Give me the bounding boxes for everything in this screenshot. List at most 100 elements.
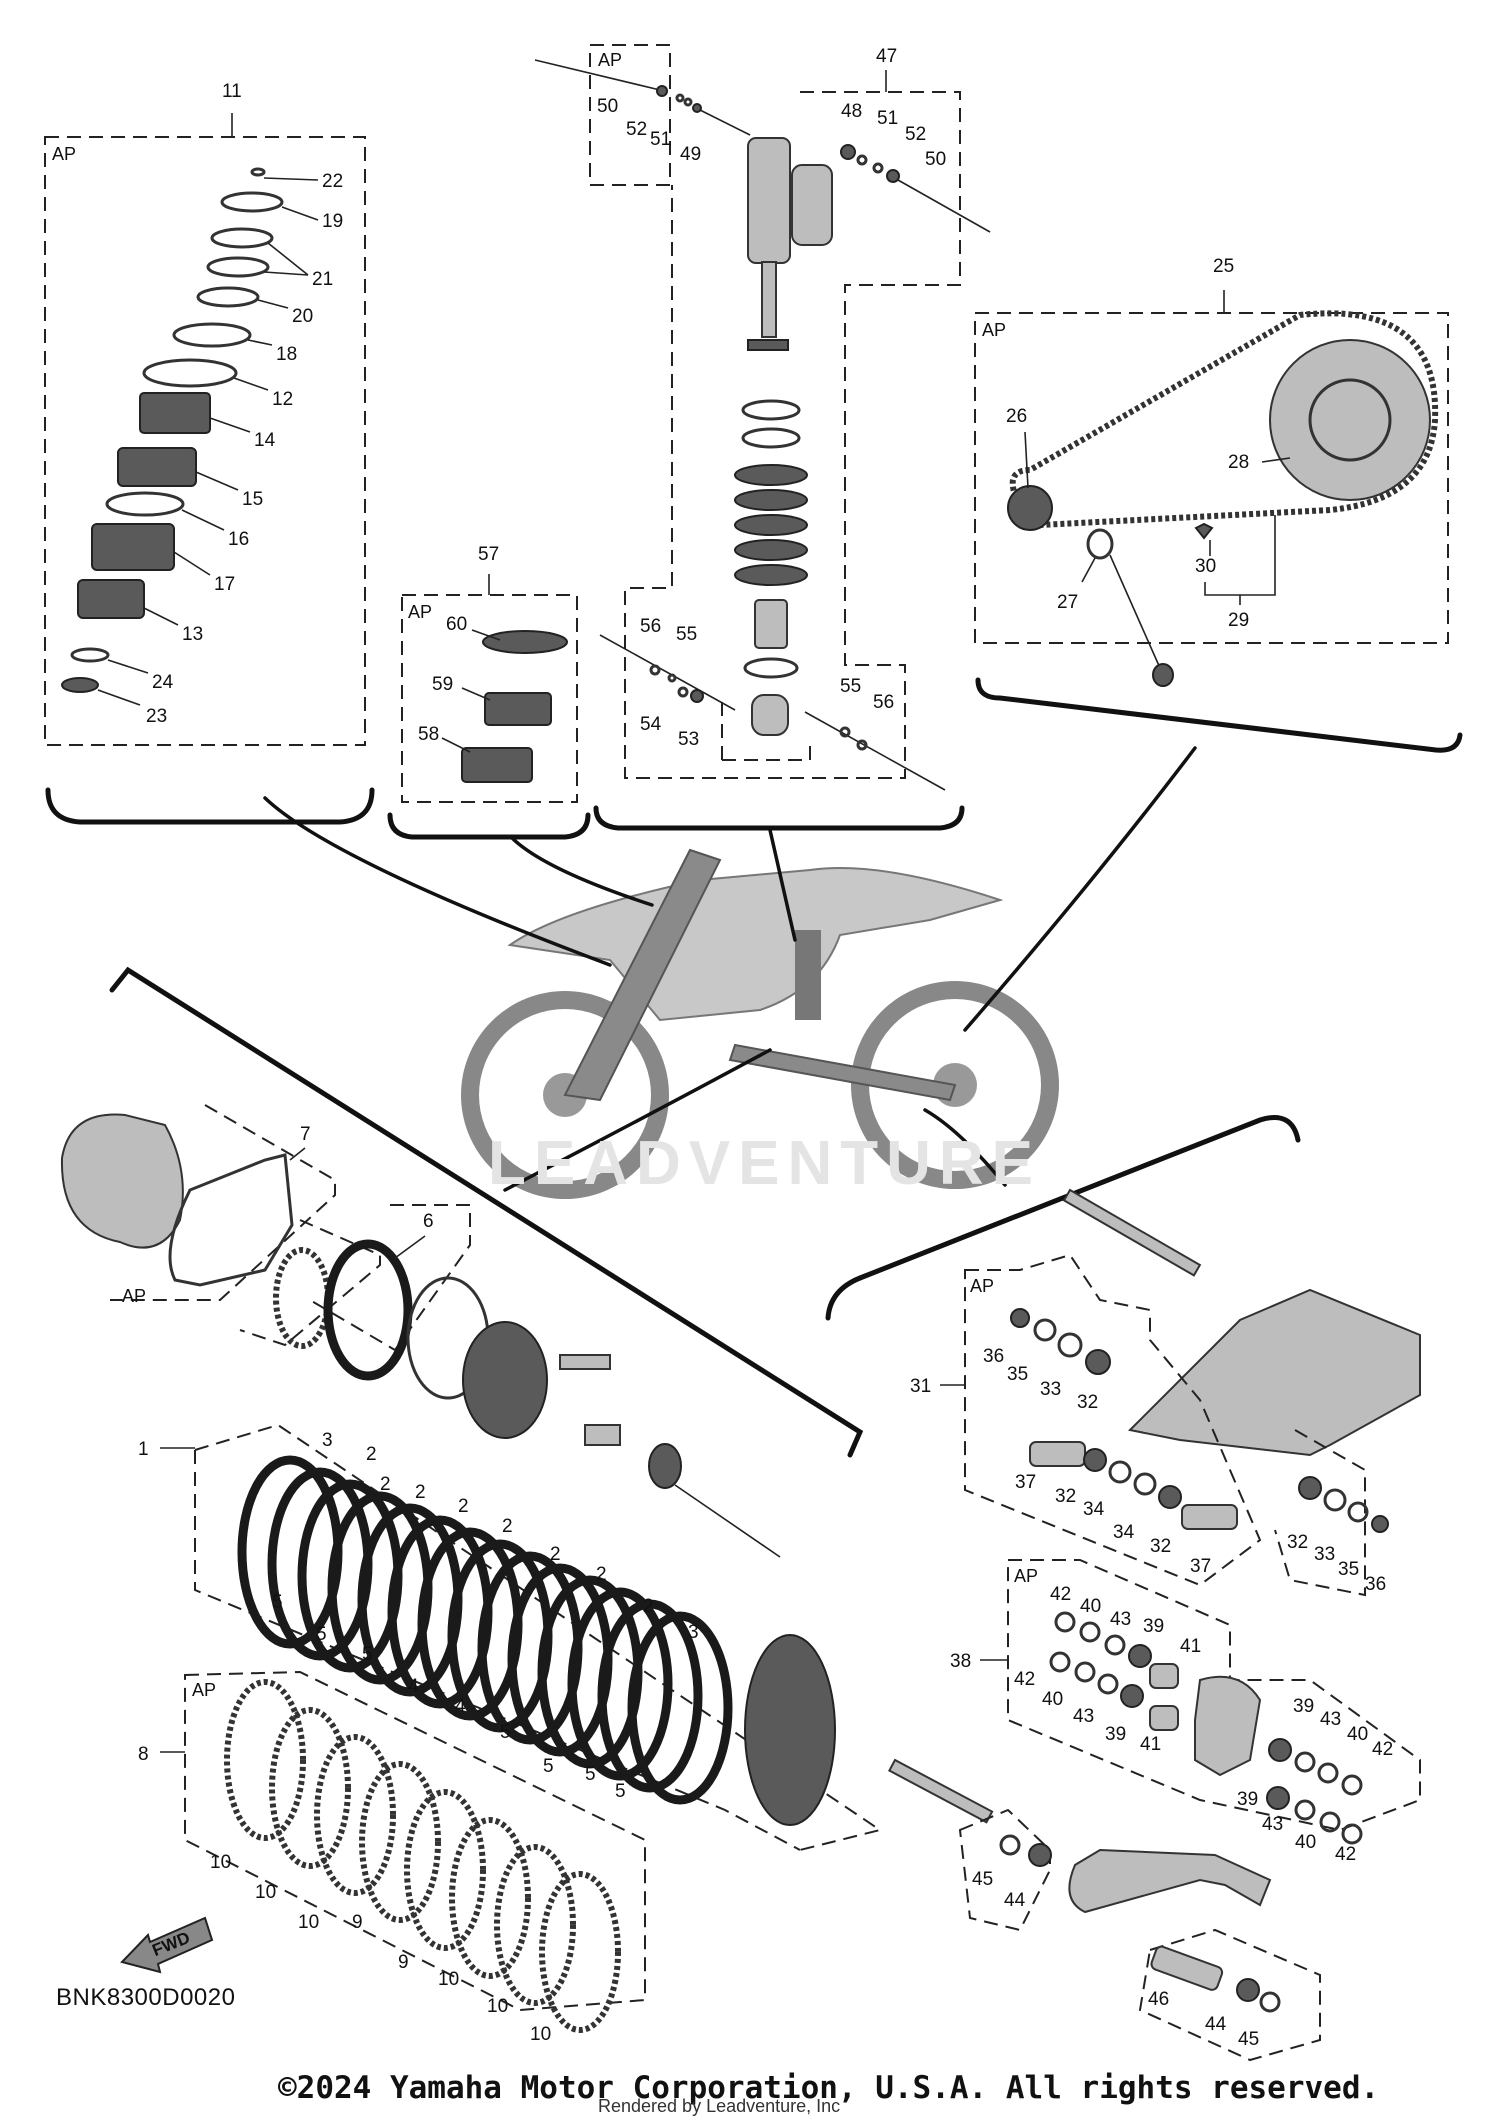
callout-60[interactable]: 60	[446, 614, 467, 635]
callout-51[interactable]: 51	[650, 129, 671, 150]
part-34[interactable]	[1108, 1460, 1132, 1484]
part-56[interactable]	[649, 664, 661, 676]
callout-4[interactable]: 4	[455, 1696, 466, 1717]
callout-32[interactable]: 32	[1150, 1536, 1171, 1557]
callout-33[interactable]: 33	[1314, 1544, 1335, 1565]
callout-35[interactable]: 35	[1338, 1559, 1359, 1580]
callout-5[interactable]: 5	[362, 1644, 373, 1665]
callout-32[interactable]: 32	[1077, 1392, 1098, 1413]
part-20[interactable]	[196, 286, 260, 308]
callout-43[interactable]: 43	[1110, 1609, 1131, 1630]
link-bolt[interactable]	[888, 1758, 994, 1824]
callout-42[interactable]: 42	[1335, 1844, 1356, 1865]
part-51[interactable]	[683, 97, 693, 107]
callout-5[interactable]: 5	[615, 1781, 626, 1802]
part-19[interactable]	[220, 191, 284, 213]
callout-9[interactable]: 9	[398, 1952, 409, 1973]
part-58[interactable]	[461, 747, 533, 783]
callout-56[interactable]: 56	[640, 616, 661, 637]
part-16[interactable]	[105, 491, 185, 517]
part-15[interactable]	[117, 447, 197, 487]
part-18[interactable]	[172, 322, 252, 348]
callout-15[interactable]: 15	[242, 489, 263, 510]
callout-21[interactable]: 21	[312, 269, 333, 290]
callout-47[interactable]: 47	[876, 46, 897, 67]
part-13[interactable]	[77, 579, 145, 619]
callout-54[interactable]: 54	[640, 714, 662, 735]
shock-spring[interactable]	[734, 464, 808, 586]
callout-22[interactable]: 22	[322, 171, 343, 192]
callout-10[interactable]: 10	[298, 1912, 319, 1933]
relay-arm[interactable]	[1194, 1675, 1262, 1777]
clutch-cover[interactable]	[60, 1113, 184, 1249]
pressure-plate[interactable]	[462, 1321, 548, 1439]
part-35[interactable]	[1033, 1318, 1057, 1342]
callout-2[interactable]: 2	[415, 1482, 426, 1503]
part-54[interactable]	[677, 686, 689, 698]
callout-41[interactable]: 41	[1180, 1636, 1201, 1657]
callout-39[interactable]: 39	[1293, 1696, 1314, 1717]
callout-8[interactable]: 8	[138, 1744, 149, 1765]
part-42b[interactable]	[1049, 1651, 1071, 1673]
callout-45[interactable]: 45	[1238, 2029, 1259, 2050]
clutch-plate-stack[interactable]	[237, 1455, 733, 1805]
callout-55[interactable]: 55	[676, 624, 697, 645]
callout-2[interactable]: 2	[643, 1596, 654, 1617]
callout-5[interactable]: 5	[272, 1592, 283, 1613]
callout-37[interactable]: 37	[1015, 1472, 1036, 1493]
part-14[interactable]	[139, 392, 211, 434]
callout-42[interactable]: 42	[1014, 1669, 1035, 1690]
part-32c[interactable]	[1158, 1485, 1182, 1509]
callout-37[interactable]: 37	[1190, 1556, 1211, 1577]
callout-10[interactable]: 10	[210, 1852, 231, 1873]
part-48[interactable]	[840, 144, 856, 160]
callout-2[interactable]: 2	[458, 1496, 469, 1517]
callout-10[interactable]: 10	[255, 1882, 276, 1903]
part-12[interactable]	[142, 358, 238, 388]
callout-18[interactable]: 18	[276, 344, 297, 365]
callout-27[interactable]: 27	[1057, 592, 1078, 613]
part-36[interactable]	[1010, 1308, 1030, 1328]
part-35b[interactable]	[1347, 1501, 1369, 1523]
callout-48[interactable]: 48	[841, 101, 862, 122]
part-37b[interactable]	[1181, 1504, 1238, 1530]
clutch-hub-nut[interactable]	[584, 1424, 621, 1446]
callout-59[interactable]: 59	[432, 674, 453, 695]
callout-38[interactable]: 38	[950, 1651, 971, 1672]
part-32b[interactable]	[1083, 1448, 1107, 1472]
callout-52[interactable]: 52	[905, 124, 926, 145]
spring-seat[interactable]	[741, 427, 801, 449]
callout-11[interactable]: 11	[222, 81, 242, 102]
part-40d[interactable]	[1319, 1811, 1341, 1833]
part-41[interactable]	[1149, 1663, 1179, 1689]
callout-36[interactable]: 36	[983, 1346, 1004, 1367]
callout-32[interactable]: 32	[1055, 1486, 1076, 1507]
callout-17[interactable]: 17	[214, 574, 235, 595]
callout-42[interactable]: 42	[1050, 1584, 1071, 1605]
callout-51[interactable]: 51	[877, 108, 898, 129]
callout-46[interactable]: 46	[1148, 1989, 1169, 2010]
callout-25[interactable]: 25	[1213, 256, 1234, 277]
part-39[interactable]	[1128, 1644, 1152, 1668]
part-50b[interactable]	[886, 169, 900, 183]
part-44b[interactable]	[1236, 1978, 1260, 2002]
part-50[interactable]	[656, 85, 668, 97]
callout-43[interactable]: 43	[1262, 1814, 1283, 1835]
callout-40[interactable]: 40	[1080, 1596, 1101, 1617]
callout-5[interactable]: 5	[543, 1756, 554, 1777]
part-51b[interactable]	[856, 154, 868, 166]
callout-9[interactable]: 9	[352, 1912, 363, 1933]
part-32d[interactable]	[1298, 1476, 1322, 1500]
part-43[interactable]	[1104, 1634, 1126, 1656]
part-53[interactable]	[690, 689, 704, 703]
part-33[interactable]	[1057, 1332, 1083, 1358]
part-42d[interactable]	[1341, 1823, 1363, 1845]
clutch-basket[interactable]	[744, 1634, 836, 1826]
callout-30[interactable]: 30	[1195, 556, 1216, 577]
callout-52[interactable]: 52	[626, 119, 647, 140]
part-27[interactable]	[1086, 528, 1114, 560]
swingarm[interactable]	[1127, 1288, 1421, 1457]
callout-41[interactable]: 41	[1140, 1734, 1161, 1755]
callout-39[interactable]: 39	[1237, 1789, 1258, 1810]
part-43d[interactable]	[1294, 1799, 1316, 1821]
